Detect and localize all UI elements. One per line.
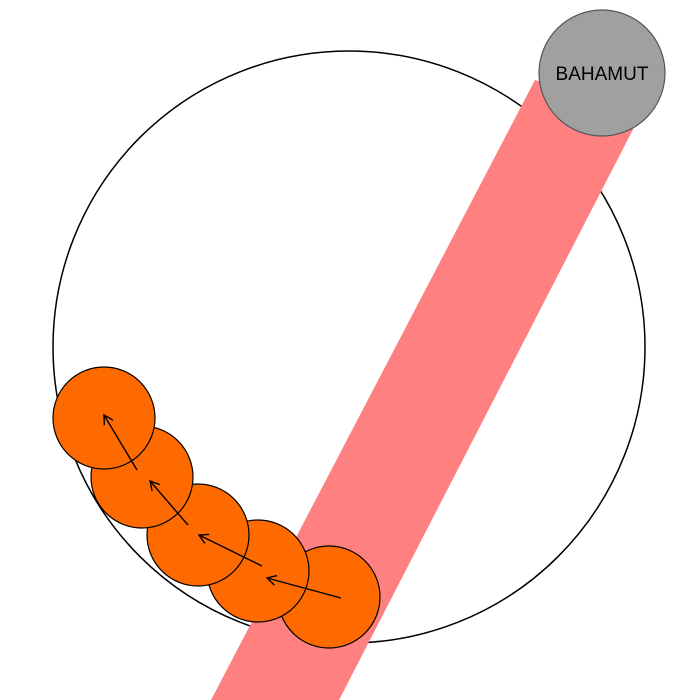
boss-marker: BAHAMUT	[538, 9, 666, 137]
movement-arrows	[103, 413, 342, 599]
boss-circle	[538, 9, 666, 137]
boss-beam-aoe	[211, 80, 642, 700]
movement-arrow-1	[265, 574, 342, 599]
boss-label: BAHAMUT	[556, 64, 649, 85]
player-position-5	[52, 366, 156, 470]
movement-arrow-3	[149, 479, 189, 526]
movement-arrow-4	[103, 413, 138, 471]
movement-arrow-2	[197, 533, 263, 567]
